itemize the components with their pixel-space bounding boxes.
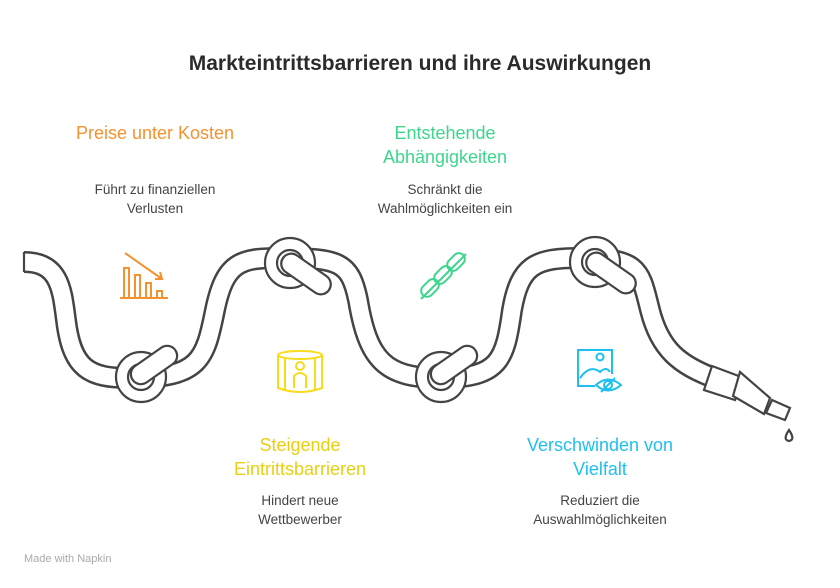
image-hidden-icon [577,349,623,393]
item-description-abhaengigkeiten: Schränkt die Wahlmöglichkeiten ein [377,182,513,216]
hose-knot [114,344,179,404]
hose-knot [414,344,479,404]
item-description-vielfalt: Reduziert die Auswahlmöglichkeiten [533,493,667,527]
item-heading-preise: Preise unter Kosten [75,123,235,143]
hose-knot [263,236,332,296]
item-heading-vielfalt: Verschwinden von Vielfalt [526,435,674,479]
item-heading-eintrittsbarrieren: Steigende Eintrittsbarrieren [233,435,367,479]
person-enclosed-barrier-icon [277,350,323,393]
hose-nozzle [702,364,794,443]
chain-link-icon [420,252,467,300]
declining-bar-chart-icon [120,252,168,299]
item-description-eintrittsbarrieren: Hindert neue Wettbewerber [258,493,342,527]
water-drop-icon [784,428,794,443]
page-title: Markteintrittsbarrieren und ihre Auswirk… [188,52,652,75]
hose-knot [568,235,637,295]
item-heading-abhaengigkeiten: Entstehende Abhängigkeiten [382,123,508,167]
made-with-napkin-footer: Made with Napkin [24,553,112,565]
item-description-preise: Führt zu finanziellen Verlusten [94,182,216,216]
